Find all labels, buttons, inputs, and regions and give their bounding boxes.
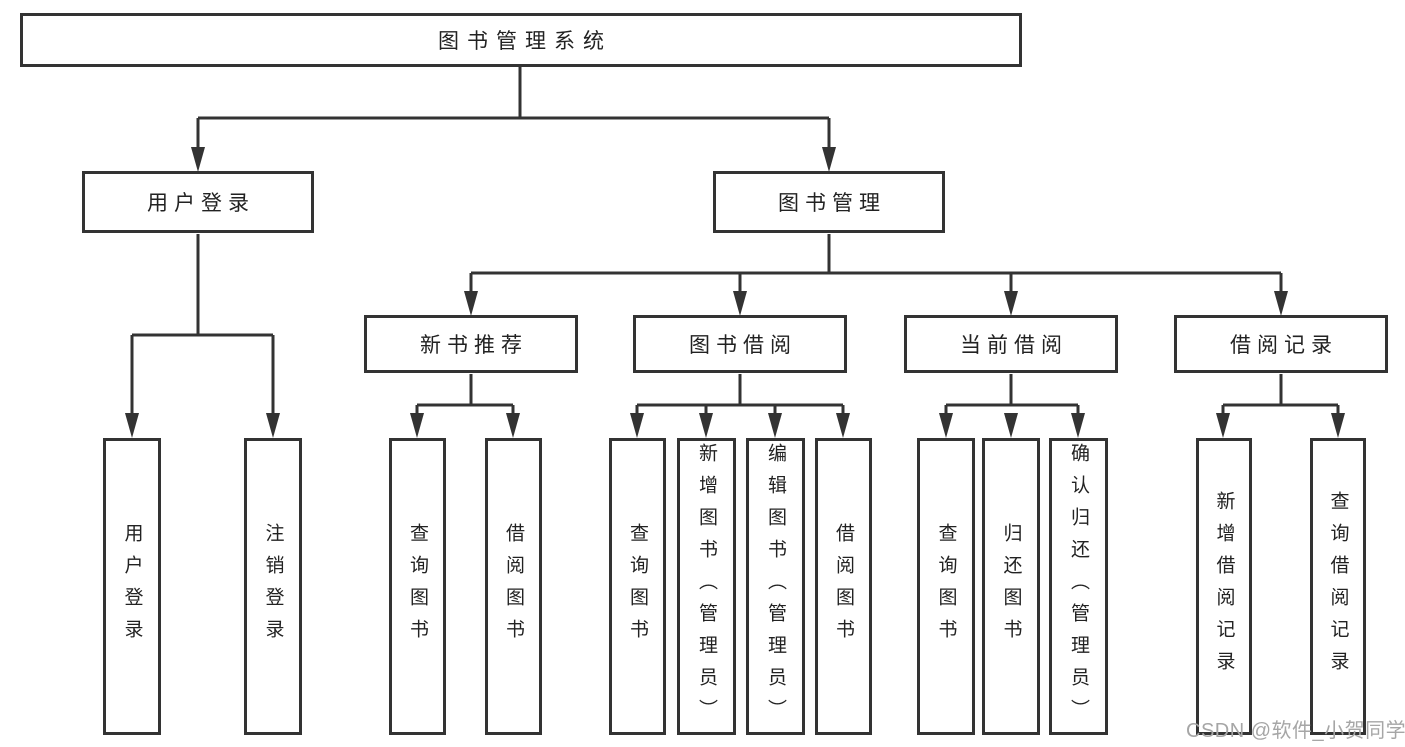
node-label: 查询图书 [407,522,428,651]
csdn-watermark: CSDN @软件_小贺同学 [1186,720,1405,742]
leaf-add-borrow-record: 新增借阅记录 [1196,438,1252,735]
leaf-edit-book-admin: 编辑图书（管理员） [746,438,805,735]
node-book-borrowing: 图书借阅 [633,315,847,373]
node-label: 图书管理 [778,192,886,215]
leaf-query-borrow-record: 查询借阅记录 [1310,438,1366,735]
node-label: 编辑图书（管理员） [765,442,786,731]
node-book-management: 图书管理 [713,171,945,233]
node-label: 借阅图书 [833,522,854,651]
connector-current-borrow-to-leaves [944,374,1080,414]
connector-borrow-record-to-leaves [1221,374,1340,414]
leaf-borrow-books-recommend: 借阅图书 [485,438,542,735]
node-label: 借阅图书 [503,522,524,651]
node-label: 查询图书 [627,522,648,651]
connector-new-book-to-leaves [415,374,515,414]
connector-book-borrow-to-leaves [635,374,845,414]
arrowheads-borrow-record-leaves [1216,413,1345,438]
connector-book-mgmt-to-level3 [469,234,1283,292]
arrowheads-level3 [464,291,1288,316]
node-label: 注销登录 [262,522,284,651]
connector-user-login-to-leaves [130,234,275,414]
leaf-user-login: 用户登录 [103,438,161,735]
node-label: 当前借阅 [960,334,1068,357]
node-label: 图书管理系统 [438,30,612,53]
leaf-borrow-books: 借阅图书 [815,438,872,735]
node-user-login: 用户登录 [82,171,314,233]
node-label: 确认归还（管理员） [1068,442,1089,731]
node-label: 图书借阅 [689,334,797,357]
arrowheads-new-book-leaves [410,413,520,438]
arrowheads-current-borrow-leaves [939,413,1085,438]
node-borrowing-records: 借阅记录 [1174,315,1388,373]
node-root-library-management-system: 图书管理系统 [20,13,1022,67]
leaf-query-books-borrow: 查询图书 [609,438,666,735]
node-label: 新书推荐 [420,334,528,357]
leaf-return-book: 归还图书 [982,438,1040,735]
leaf-logout: 注销登录 [244,438,302,735]
node-label: 用户登录 [147,192,255,215]
leaf-add-book-admin: 新增图书（管理员） [677,438,736,735]
leaf-confirm-return-admin: 确认归还（管理员） [1049,438,1108,735]
arrowheads-book-borrow-leaves [630,413,850,438]
arrowheads-level2 [191,147,836,172]
leaf-query-books-current: 查询图书 [917,438,975,735]
arrowheads-user-login-leaves [125,413,280,438]
node-label: 查询借阅记录 [1327,490,1349,683]
node-label: 用户登录 [121,522,143,651]
node-label: 归还图书 [1000,522,1022,651]
node-label: 新增图书（管理员） [696,442,717,731]
node-label: 新增借阅记录 [1213,490,1235,683]
node-label: 查询图书 [935,522,957,651]
node-current-borrowing: 当前借阅 [904,315,1118,373]
connector-root-to-level2 [196,67,831,148]
leaf-query-books-recommend: 查询图书 [389,438,446,735]
node-label: 借阅记录 [1230,334,1338,357]
node-new-book-recommendation: 新书推荐 [364,315,578,373]
